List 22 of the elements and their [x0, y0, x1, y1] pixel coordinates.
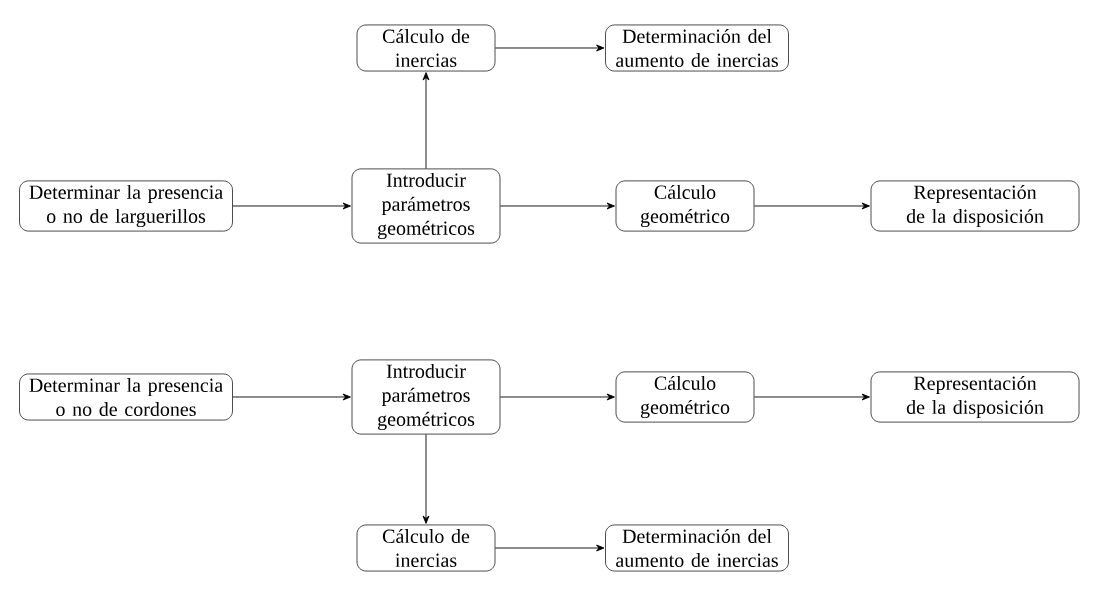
- arrow: [232, 393, 351, 401]
- process-box: Introducir parámetros geométricos: [351, 168, 501, 244]
- process-box: Cálculo geométrico: [615, 371, 755, 423]
- process-box: Introducir parámetros geométricos: [351, 359, 501, 435]
- process-box: Determinar la presencia o no de larguerillos: [19, 180, 233, 232]
- arrow: [422, 72, 430, 169]
- arrow: [232, 202, 351, 210]
- process-box: Cálculo geométrico: [615, 180, 755, 232]
- process-box: Cálculo de inercias: [356, 24, 496, 72]
- process-box: Cálculo de inercias: [356, 524, 496, 572]
- arrow: [753, 202, 870, 210]
- arrow: [753, 393, 870, 401]
- process-box: Representación de la disposición: [870, 371, 1080, 423]
- process-box: Determinación del aumento de inercias: [605, 524, 789, 572]
- arrow: [499, 202, 615, 210]
- process-box: Determinación del aumento de inercias: [605, 24, 789, 72]
- arrow: [499, 393, 615, 401]
- process-box: Representación de la disposición: [870, 180, 1080, 232]
- process-box: Determinar la presencia o no de cordones: [19, 373, 233, 421]
- arrow: [494, 544, 605, 552]
- arrow: [494, 44, 605, 52]
- arrow: [422, 434, 430, 524]
